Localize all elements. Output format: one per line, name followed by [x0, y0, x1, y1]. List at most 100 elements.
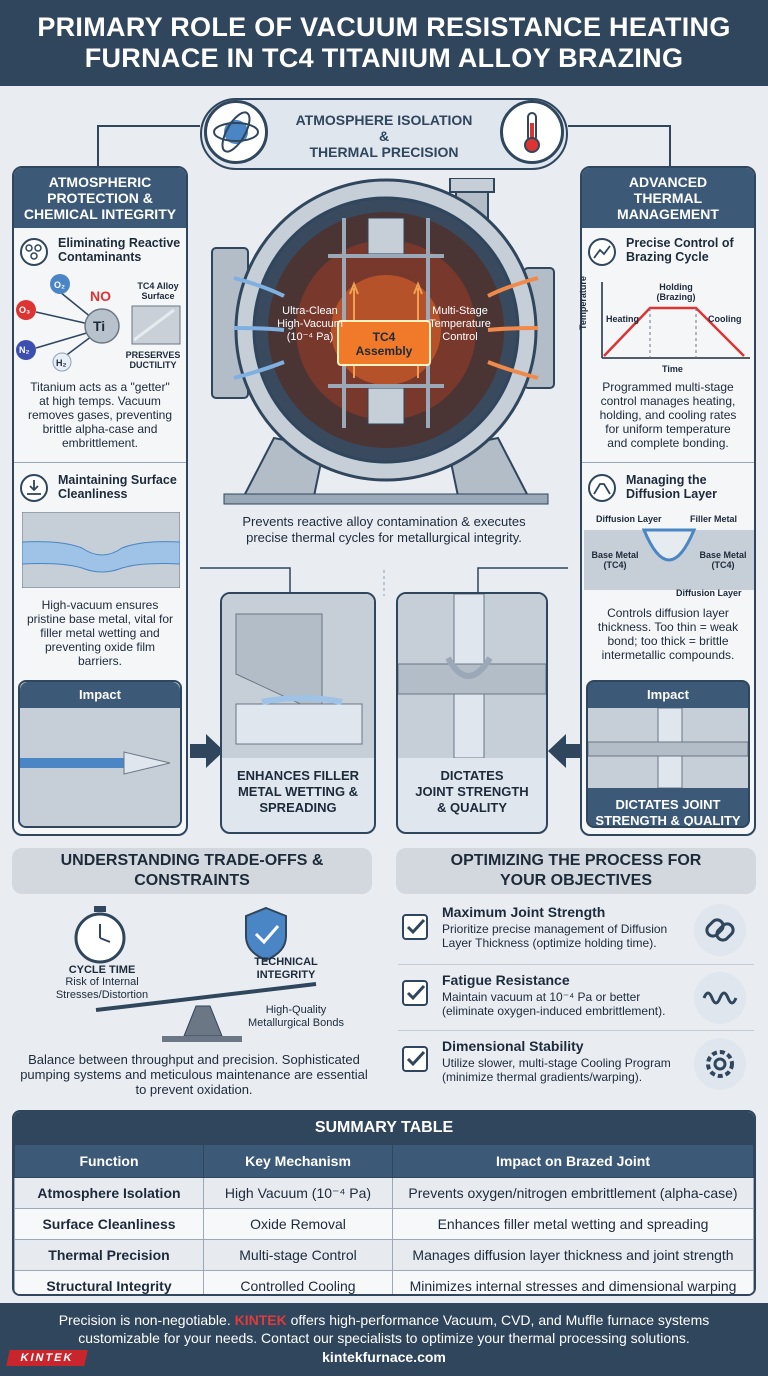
optimizing-item-title: Fatigue Resistance: [442, 972, 570, 988]
table-cell: Prevents oxygen/nitrogen embrittlement (…: [392, 1177, 754, 1209]
o2-molecule-label: O₂: [54, 280, 65, 290]
left-impact-box: Impact: [18, 680, 182, 828]
base-metal-left-label: Base Metal (TC4): [591, 550, 639, 570]
cycle-time-label: CYCLE TIME Risk of Internal Stresses/Dis…: [55, 964, 149, 1001]
optimizing-item-text: Maintain vacuum at 10⁻⁴ Pa or better (el…: [442, 990, 666, 1018]
brand-name: KINTEK: [234, 1312, 287, 1328]
table-cell: Controlled Cooling: [203, 1270, 393, 1294]
left-impact-title: Impact: [20, 682, 180, 708]
table-cell: Manages diffusion layer thickness and jo…: [392, 1239, 754, 1271]
thermometer-icon: [500, 100, 564, 164]
filler-metal-label: Filler Metal: [690, 514, 738, 524]
summary-table-box: SUMMARY TABLE Function Key Mechanism Imp…: [12, 1110, 756, 1296]
strength-illustration: [398, 594, 546, 758]
optimizing-item-title: Dimensional Stability: [442, 1038, 584, 1054]
table-cell: Multi-stage Control: [203, 1239, 393, 1271]
table-row: Structural Integrity Controlled Cooling …: [14, 1270, 754, 1294]
column-header: Impact on Brazed Joint: [392, 1144, 754, 1178]
kintek-logo: KINTEK: [6, 1350, 88, 1366]
optimizing-item-title: Maximum Joint Strength: [442, 904, 606, 920]
table-cell: Enhances filler metal wetting and spread…: [392, 1208, 754, 1240]
n2-molecule-label: N₂: [19, 345, 30, 355]
footer-url-link[interactable]: kintekfurnace.com: [322, 1349, 446, 1365]
table-row: Thermal Precision Multi-stage Control Ma…: [14, 1239, 754, 1271]
atom-icon: [204, 100, 268, 164]
x-axis-label: Time: [662, 364, 683, 374]
gear-icon: [694, 1038, 746, 1090]
table-cell: Structural Integrity: [14, 1270, 204, 1294]
diffusion-diagram: [584, 528, 754, 590]
checkbox-icon: [402, 980, 428, 1006]
strength-card-label: DICTATES JOINT STRENGTH & QUALITY: [415, 768, 529, 815]
left-divider: [14, 462, 186, 463]
balance-scale-illustration: [74, 906, 317, 1042]
brazing-cycle-chart: [601, 282, 750, 359]
checkbox-icon: [402, 1046, 428, 1072]
diffusion-icon: [588, 474, 616, 502]
table-cell: Thermal Precision: [14, 1239, 204, 1271]
page-title: PRIMARY ROLE OF VACUUM RESISTANCE HEATIN…: [37, 12, 731, 73]
tradeoffs-title: UNDERSTANDING TRADE-OFFS & CONSTRAINTS: [12, 848, 372, 894]
optimizing-item: Fatigue Resistance Maintain vacuum at 10…: [398, 966, 754, 1031]
furnace-caption: Prevents reactive alloy contamination & …: [242, 514, 526, 545]
cycle-title: Precise Control of Brazing Cycle: [626, 236, 734, 264]
checkbox-icon: [402, 914, 428, 940]
wetting-card: ENHANCES FILLER METAL WETTING & SPREADIN…: [220, 592, 376, 834]
page-header: PRIMARY ROLE OF VACUUM RESISTANCE HEATIN…: [0, 0, 768, 86]
right-panel-title: ADVANCED THERMAL MANAGEMENT: [582, 168, 754, 228]
wetting-card-label: ENHANCES FILLER METAL WETTING & SPREADIN…: [236, 768, 360, 815]
heating-label: Heating: [606, 314, 640, 324]
h2-molecule-label: H₂: [56, 358, 67, 368]
molecules-icon: [20, 238, 48, 266]
technical-integrity-label: TECHNICAL INTEGRITY: [254, 956, 318, 981]
table-row: Surface Cleanliness Oxide Removal Enhanc…: [14, 1208, 754, 1240]
strength-card: DICTATES JOINT STRENGTH & QUALITY: [396, 592, 548, 834]
right-divider: [582, 462, 754, 463]
vacuum-label: Ultra-Clean High-Vacuum (10⁻⁴ Pa): [277, 305, 343, 343]
holding-label: Holding (Brazing): [656, 282, 696, 302]
diffusion-layer-bottom-label: Diffusion Layer: [676, 588, 742, 598]
temperature-control-label: Multi-Stage Temperature Control: [429, 305, 491, 343]
ti-atom-label: Ti: [93, 318, 106, 334]
left-impact-illustration: [20, 708, 180, 826]
contaminants-diagram: [16, 274, 181, 372]
base-metal-right-label: Base Metal (TC4): [699, 550, 747, 570]
o3-molecule-label: O₃: [19, 305, 31, 315]
connector-lines: [97, 125, 671, 166]
cycle-text: Programmed multi-stage control manages h…: [599, 380, 737, 450]
column-header: Key Mechanism: [203, 1144, 393, 1178]
hub-title: ATMOSPHERE ISOLATION & THERMAL PRECISION: [295, 112, 473, 160]
y-axis-label: Temperature: [578, 276, 588, 330]
table-cell: Oxide Removal: [203, 1208, 393, 1240]
optimizing-item-text: Utilize slower, multi-stage Cooling Prog…: [442, 1056, 671, 1084]
summary-table: Function Key Mechanism Impact on Brazed …: [14, 1144, 754, 1294]
left-arrow-right-icon: [190, 734, 224, 768]
chart-icon: [588, 238, 616, 266]
left-panel-title: ATMOSPHERIC PROTECTION & CHEMICAL INTEGR…: [14, 168, 186, 228]
contaminants-text: Titanium acts as a "getter" at high temp…: [27, 380, 173, 450]
chain-link-icon: [694, 904, 746, 956]
tc4-assembly-label: TC4 Assembly: [337, 320, 431, 366]
surface-text: High-vacuum ensures pristine base metal,…: [26, 598, 174, 668]
card-connectors: [200, 567, 568, 596]
footer-text: Precision is non-negotiable. KINTEK offe…: [58, 1312, 710, 1346]
surface-clean-icon: [20, 474, 48, 502]
footer: Precision is non-negotiable. KINTEK offe…: [0, 1303, 768, 1376]
wetting-illustration: [222, 594, 374, 758]
summary-title: SUMMARY TABLE: [14, 1112, 754, 1144]
optimizing-item: Maximum Joint Strength Prioritize precis…: [398, 900, 754, 965]
table-cell: Atmosphere Isolation: [14, 1177, 204, 1209]
surface-illustration: [22, 512, 180, 588]
high-quality-label: High-Quality Metallurgical Bonds: [248, 1004, 344, 1029]
right-impact-box: Impact DICTATES JOINT STRENGTH & QUALITY: [586, 680, 750, 828]
optimizing-item-text: Prioritize precise management of Diffusi…: [442, 922, 668, 950]
surface-title: Maintaining Surface Cleanliness: [58, 473, 177, 501]
column-header: Function: [14, 1144, 204, 1178]
optimizing-title: OPTIMIZING THE PROCESS FOR YOUR OBJECTIV…: [396, 848, 756, 894]
table-cell: Surface Cleanliness: [14, 1208, 204, 1240]
contaminants-title: Eliminating Reactive Contaminants: [58, 236, 181, 264]
tradeoffs-text: Balance between throughput and precision…: [20, 1052, 368, 1097]
table-header-row: Function Key Mechanism Impact on Brazed …: [14, 1144, 754, 1178]
optimizing-item: Dimensional Stability Utilize slower, mu…: [398, 1032, 754, 1096]
table-row: Atmosphere Isolation High Vacuum (10⁻⁴ P…: [14, 1177, 754, 1209]
